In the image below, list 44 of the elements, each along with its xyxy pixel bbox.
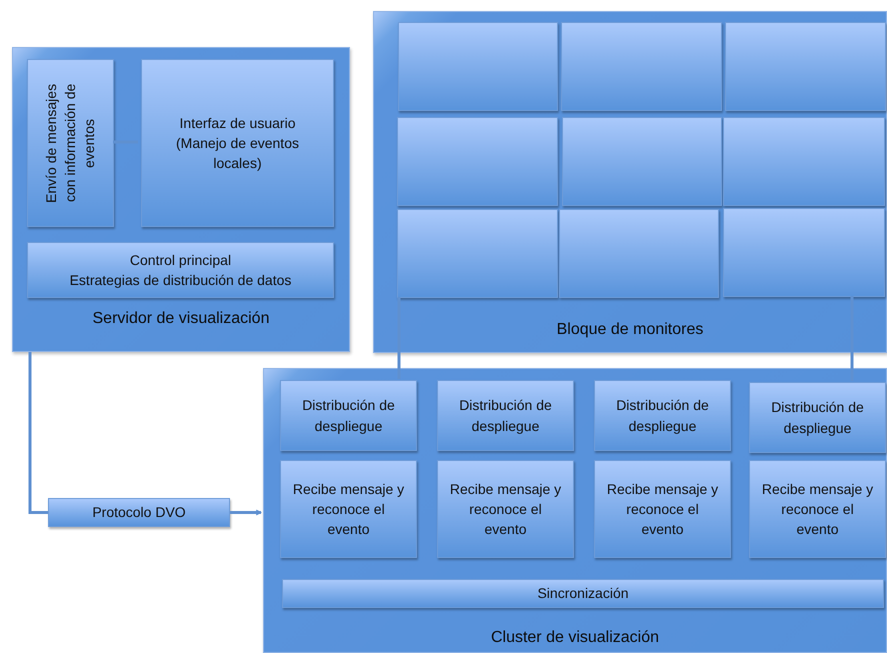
process-box [749, 382, 886, 453]
process-bar [282, 579, 884, 608]
arrow [230, 510, 262, 516]
panel-title: Servidor de visualización [92, 310, 270, 328]
monitor-wall-panel [373, 11, 887, 353]
process-box [141, 59, 334, 227]
monitor-screen [725, 22, 886, 111]
box-label: Distribución de despliegue [458, 396, 553, 436]
panel-title: Bloque de monitores [556, 321, 704, 339]
process-bar [27, 242, 334, 298]
box-label: Distribución de despliegue [615, 396, 710, 436]
box-label: Recibe mensaje y reconoce el evento [760, 480, 874, 540]
monitor-screen [397, 209, 558, 298]
process-box [437, 460, 574, 558]
server-panel [12, 47, 350, 352]
box-label: Recibe mensaje y reconoce el evento [448, 480, 562, 540]
box-label: Recibe mensaje y reconoce el evento [606, 480, 720, 540]
monitor-screen [561, 22, 722, 111]
cluster-panel [263, 368, 887, 653]
process-box [280, 460, 417, 558]
monitor-screen [559, 209, 719, 298]
process-box [280, 380, 417, 451]
monitor-screen [398, 22, 558, 111]
process-box [594, 380, 731, 451]
protocol-bar [48, 498, 230, 527]
process-box [27, 59, 114, 227]
monitor-screen [723, 117, 885, 206]
box-label: Envío de mensajes con información de eventos [42, 82, 98, 205]
monitor-screen [562, 117, 722, 206]
process-box [749, 460, 886, 558]
box-label: Distribución de despliegue [301, 396, 396, 436]
box-label: Protocolo DVO [91, 503, 187, 522]
connector-line [28, 352, 48, 514]
process-box [437, 380, 574, 451]
box-label: Interfaz de usuario (Manejo de eventos locales) [175, 114, 300, 174]
panel-title: Cluster de visualización [490, 629, 660, 647]
box-label: Distribución de despliegue [770, 398, 865, 438]
box-label: Recibe mensaje y reconoce el evento [292, 480, 406, 540]
monitor-screen [397, 117, 558, 206]
box-label: Estrategias de distribución de datos [68, 271, 292, 290]
monitor-screen [723, 208, 885, 297]
box-label: Control principal [128, 250, 232, 270]
box-label: Sincronización [536, 584, 630, 604]
process-box [594, 460, 731, 558]
